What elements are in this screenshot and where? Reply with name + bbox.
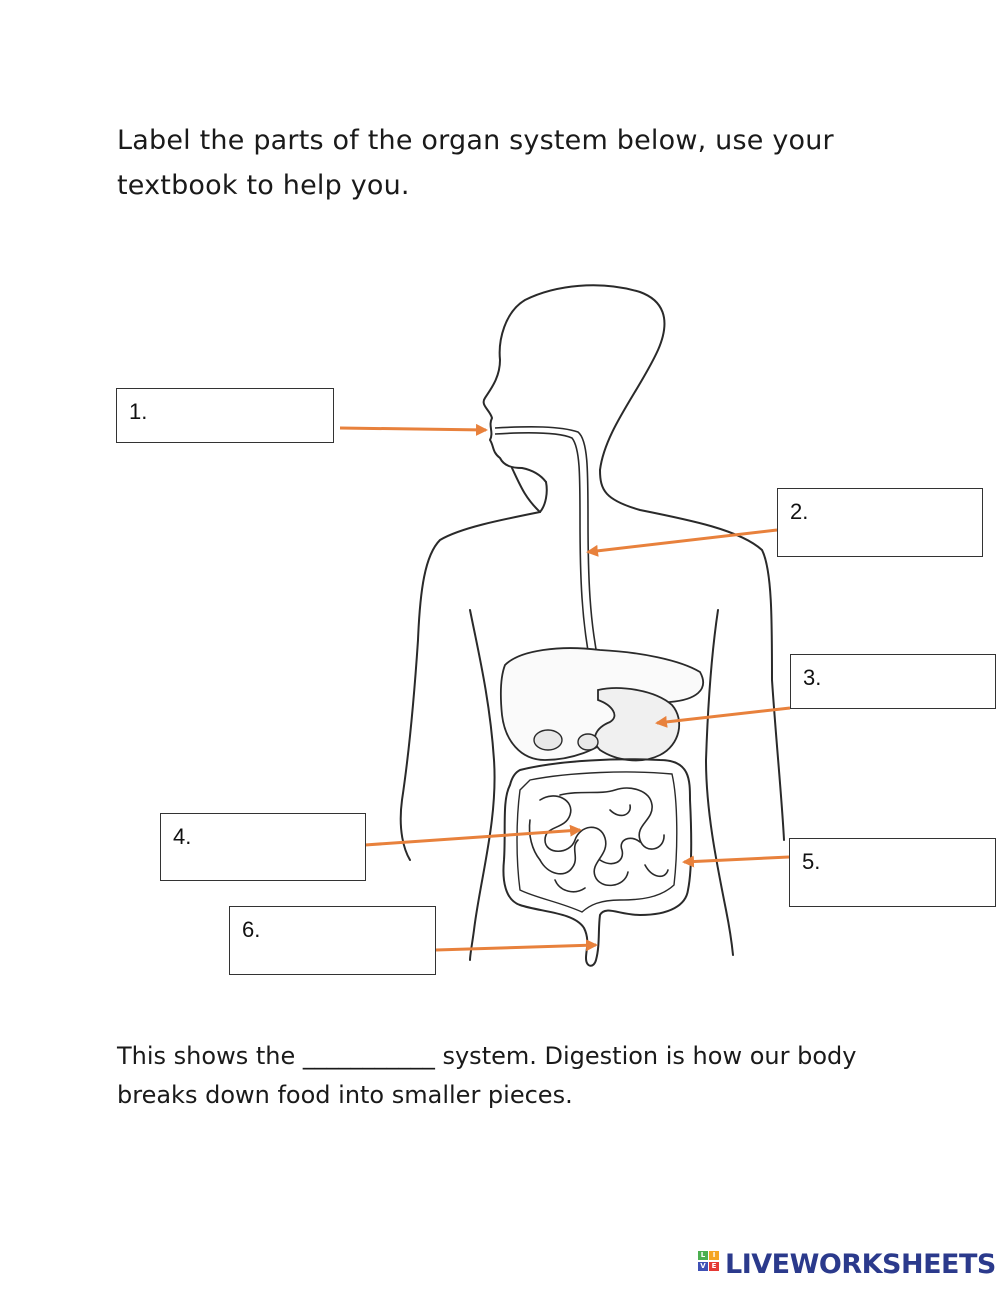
label-number: 1.: [129, 399, 148, 424]
small-intestine: [528, 787, 669, 893]
label-box-6[interactable]: 6.: [229, 906, 436, 975]
arrow-icon: [586, 528, 778, 557]
arrow-icon: [655, 706, 791, 728]
arrow-icon: [435, 939, 598, 952]
label-arrows: [339, 423, 791, 952]
arrow-icon: [339, 423, 488, 436]
instructions-text: Label the parts of the organ system belo…: [117, 125, 834, 201]
logo-letter: E: [709, 1262, 719, 1271]
arrow-icon: [364, 824, 582, 847]
label-number: 3.: [803, 665, 822, 690]
label-box-1[interactable]: 1.: [116, 388, 334, 443]
logo-letter: V: [698, 1262, 708, 1271]
label-number: 4.: [173, 824, 192, 849]
label-number: 2.: [790, 499, 809, 524]
pancreas: [533, 729, 599, 751]
footer-text: This shows the ___________ system. Diges…: [117, 1042, 857, 1109]
label-box-3[interactable]: 3.: [790, 654, 996, 709]
liveworksheets-logo-icon: L I V E: [698, 1249, 722, 1279]
label-box-5[interactable]: 5.: [789, 838, 996, 907]
esophagus: [494, 426, 599, 663]
label-number: 6.: [242, 917, 261, 942]
body-outline: [399, 284, 785, 961]
liveworksheets-brand: L I V E LIVEWORKSHEETS: [698, 1247, 996, 1281]
label-number: 5.: [802, 849, 821, 874]
label-box-2[interactable]: 2.: [777, 488, 983, 557]
large-intestine: [502, 758, 693, 967]
stomach: [593, 687, 681, 762]
logo-letter: L: [698, 1251, 708, 1260]
label-box-4[interactable]: 4.: [160, 813, 366, 881]
logo-letter: I: [709, 1251, 719, 1260]
arrow-icon: [682, 855, 790, 868]
brand-name: LIVEWORKSHEETS: [725, 1248, 996, 1280]
